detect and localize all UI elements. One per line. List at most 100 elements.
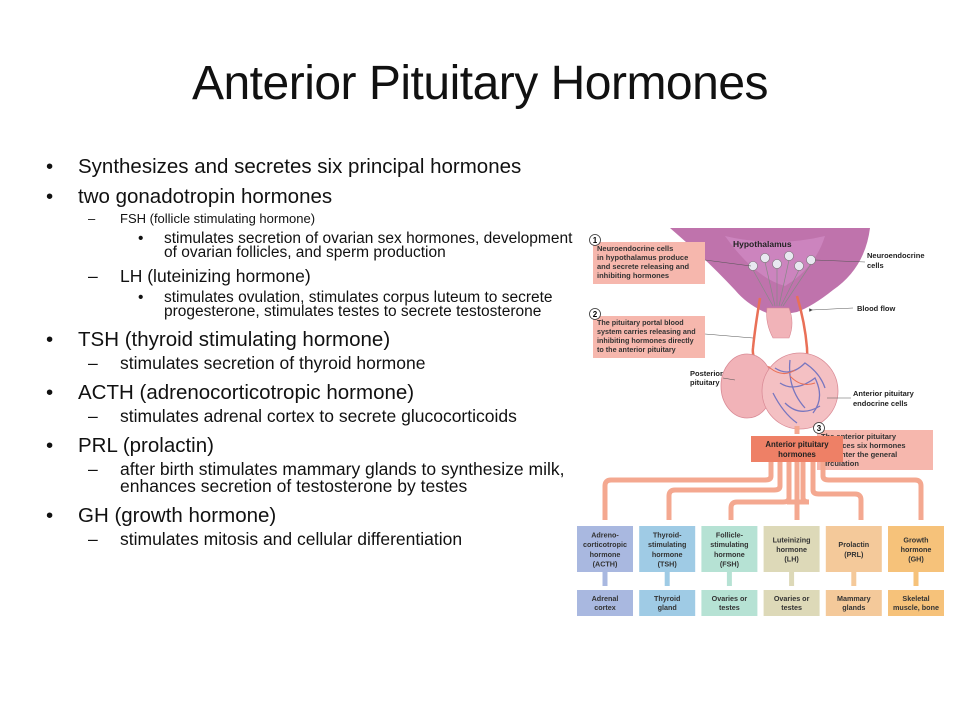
hormone-box [763,526,820,572]
sub-bullet-acth-desc: – stimulates adrenal cortex to secrete gl… [78,406,575,426]
pointer-step-1 [704,259,752,267]
callout-text: and secrete releasing and [597,262,690,271]
hormone-column-tsh: Thyroid-stimulatinghormone(TSH)Thyroidgl… [639,526,696,616]
callout-text: that enter the general [821,450,897,459]
hormone-label: (TSH) [658,559,678,568]
hormone-label: Luteinizing [773,535,811,544]
callout-text: in hypothalamus produce [597,253,688,262]
gh-sublist: – stimulates mitosis and cellular differe… [78,529,575,549]
branch-arrows [602,462,924,520]
callout-number: 1 [593,236,598,245]
dash-marker: – [88,211,96,226]
dash-marker: – [88,529,98,549]
hormone-label: Follicle- [716,531,744,540]
callout-text: system carries releasing and [597,327,696,336]
dash-marker: – [88,353,98,373]
label-anterior-endocrine-cells-2: endocrine cells [853,399,908,408]
bullet-dot: • [138,230,144,247]
target-box [639,590,696,616]
hormone-label: hormone [590,550,621,559]
hormone-label: Thyroid- [653,531,682,540]
hormone-label: (PRL) [844,550,864,559]
target-label: gland [658,603,677,612]
bullet-dot: • [46,185,54,208]
hormone-label: stimulating [710,540,748,549]
callout-text: Neuroendocrine cells [597,244,673,253]
bullet-text: PRL (prolactin) [78,434,214,457]
dash-marker: – [88,406,98,426]
neuroendocrine-axons [752,259,812,307]
hub-text: hormones [778,450,816,459]
hub-text: Anterior pituitary [765,440,829,449]
hormone-label: corticotropic [583,540,627,549]
sub-sub-bullet-text: stimulates ovulation, stimulates corpus … [164,289,553,320]
label-hypothalamus: Hypothalamus [733,239,792,249]
target-box [763,590,820,616]
sub-bullet-text: stimulates adrenal cortex to secrete glu… [120,406,517,426]
sub-bullet-gh-desc: – stimulates mitosis and cellular differe… [78,529,575,549]
pituitary-stalk [766,307,793,339]
hormone-label: Growth [903,535,928,544]
sub-sub-bullet-text: stimulates secretion of ovarian sex horm… [164,230,573,261]
target-label: cortex [594,603,616,612]
hormone-label: hormone [652,550,683,559]
sub-bullet-tsh-desc: – stimulates secretion of thyroid hormone [78,353,575,373]
callout-step-1: 1 Neuroendocrine cells in hypothalamus p… [589,234,705,284]
sub-sub-bullet-lh-desc: •stimulates ovulation, stimulates corpus… [120,289,575,320]
hormone-boxes: Adreno-corticotropichormone(ACTH)Adrenal… [577,526,944,616]
label-posterior-pituitary: Posterior [690,369,723,378]
target-label: muscle, bone [893,603,939,612]
bullet-dot: • [46,434,54,457]
hormone-label: stimulating [648,540,686,549]
bullet-dot: • [46,155,54,178]
hormone-box [701,526,758,572]
hormone-column-acth: Adreno-corticotropichormone(ACTH)Adrenal… [577,526,633,616]
fsh-sublist: • stimulates secretion of ovarian sex hor… [120,230,575,261]
sub-bullet-text: LH (luteinizing hormone) [120,266,311,286]
hormone-label: Adreno- [591,531,619,540]
sub-bullet-text: stimulates mitosis and cellular differen… [120,529,463,549]
hormone-box [639,526,696,572]
hormone-column-fsh: Follicle-stimulatinghormone(FSH)Ovaries … [701,526,758,616]
target-label: Skeletal [902,594,929,603]
label-neuroendocrine-cells-2: cells [867,261,884,270]
target-label: Ovaries or [712,594,748,603]
target-label: Ovaries or [774,594,810,603]
bullet-text: ACTH (adrenocorticotropic hormone) [78,381,415,404]
bullet-text: TSH (thyroid stimulating hormone) [78,328,391,351]
dash-marker: – [88,459,98,479]
bullet-dot: • [46,328,54,351]
anterior-pituitary [761,352,839,430]
pointer-blood-flow [809,307,854,312]
bullet-text: GH (growth hormone) [78,504,277,527]
capillary-network [772,359,826,424]
bullet-gonadotropins: •two gonadotropin hormones –FSH (follicl… [40,185,575,320]
pituitary-diagram: Hypothalamus [577,228,944,616]
sub-bullet-lh: –LH (luteinizing hormone) •stimulates ov… [78,266,575,320]
prl-sublist: – after birth stimulates mammary glands t… [78,459,575,496]
label-anterior-endocrine-cells: Anterior pituitary [853,389,915,398]
callout-number: 3 [817,424,822,433]
callout-step-2: 2 The pituitary portal blood system carr… [589,308,705,358]
sub-bullet-text: after birth stimulates mammary glands to… [120,459,565,496]
pointer-neuroendocrine [814,259,866,263]
callout-text: The anterior pituitary [821,432,897,441]
target-label: testes [719,603,740,612]
target-label: glands [842,603,865,612]
tsh-sublist: – stimulates secretion of thyroid hormone [78,353,575,373]
bullet-six-hormones: •Synthesizes and secretes six principal … [40,155,575,178]
label-neuroendocrine-cells: Neuroendocrine [867,251,925,260]
hormone-label: (LH) [784,555,799,564]
hub-box: Anterior pituitary hormones [751,436,843,462]
label-blood-flow: Blood flow [857,304,895,313]
gonadotropin-sublist: –FSH (follicle stimulating hormone) •sti… [78,211,575,320]
sub-bullet-text: stimulates secretion of thyroid hormone [120,353,426,373]
bullet-gh: •GH (growth hormone) –stimulates mitosis… [40,504,575,549]
hormone-label: (GH) [908,555,924,564]
callout-text: inhibiting hormones [597,271,669,280]
hormone-box [577,526,633,572]
